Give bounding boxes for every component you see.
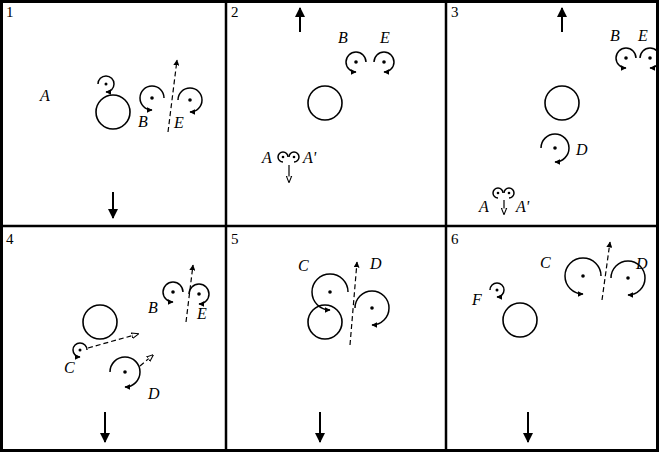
panel-number: 3 — [451, 5, 459, 20]
vortex-label: E — [638, 28, 648, 44]
vortex-label: D — [576, 142, 588, 158]
vortex-label: D — [636, 256, 648, 272]
flow-arrow — [105, 8, 562, 442]
vortex-label: A — [262, 150, 272, 166]
vortex-label: C — [540, 255, 551, 271]
vortex-label: E — [380, 30, 390, 46]
vortex-label: E — [174, 115, 184, 131]
vortex-label: B — [148, 300, 158, 316]
panel-number: 4 — [6, 232, 14, 247]
vortex-label: B — [610, 28, 620, 44]
drift-arrow — [289, 165, 504, 214]
panel-number: 1 — [6, 5, 14, 20]
vortex-label: D — [370, 256, 382, 272]
vortex-label: A — [40, 88, 50, 104]
vortex-label: C — [298, 258, 309, 274]
panel-number: 5 — [231, 232, 239, 247]
dashed-line — [88, 60, 610, 366]
vortex-label: E — [197, 306, 207, 322]
vortex-label: D — [148, 386, 160, 402]
vortex-label: A' — [516, 199, 529, 215]
vortex-label: B — [338, 30, 348, 46]
vortex-label: F — [472, 292, 482, 308]
vortex-label: A' — [303, 150, 316, 166]
vortex-curl — [73, 48, 659, 387]
panel-number: 6 — [451, 232, 459, 247]
vortex-label: B — [138, 114, 148, 130]
cylinder — [83, 86, 579, 339]
panel-number: 2 — [231, 5, 239, 20]
vortex-label: C — [64, 360, 75, 376]
vortex-label: A — [479, 199, 489, 215]
vortex-core — [79, 56, 652, 374]
